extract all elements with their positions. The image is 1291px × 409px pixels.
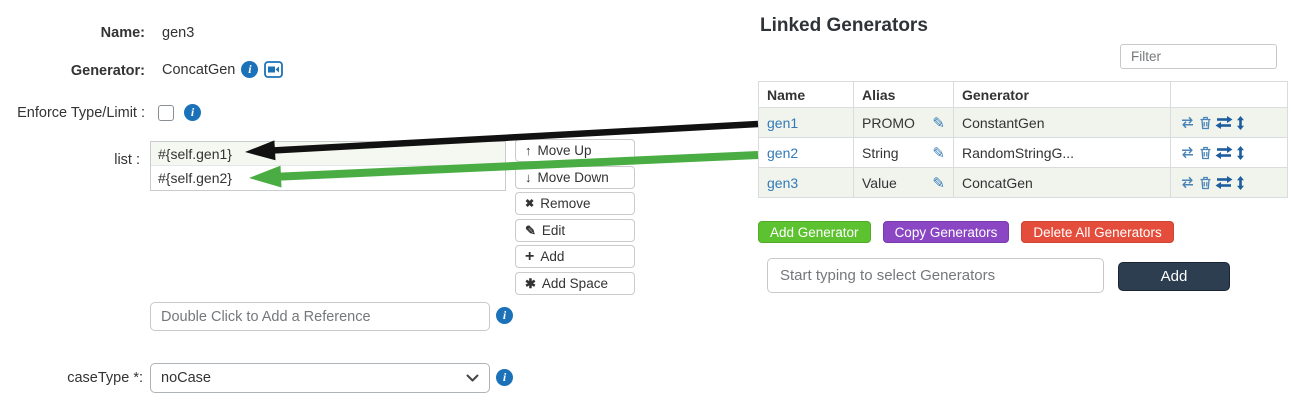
generator-type: ConstantGen	[962, 114, 1045, 131]
generator-type: ConcatGen	[962, 174, 1033, 191]
enforce-info-icon[interactable]: i	[184, 104, 201, 121]
add-item-button[interactable]: + Add	[515, 245, 635, 268]
name-label: Name:	[100, 25, 145, 41]
repeat-icon[interactable]	[1179, 116, 1196, 129]
arrow-down-icon: ↓	[525, 170, 532, 185]
edit-label: Edit	[541, 223, 566, 238]
pencil-icon: ✎	[525, 222, 536, 238]
add-space-button[interactable]: ✱ Add Space	[515, 272, 635, 295]
swap-horizontal-icon[interactable]	[1215, 116, 1233, 129]
edit-alias-icon[interactable]: ✎	[932, 144, 945, 162]
alias-value: String	[862, 144, 899, 161]
table-row: gen2 String ✎ RandomStringG...	[758, 137, 1288, 168]
generator-value-row: ConcatGen i	[162, 61, 284, 78]
delete-icon[interactable]	[1199, 116, 1212, 130]
move-up-label: Move Up	[537, 143, 592, 158]
gen-name-link[interactable]: gen1	[767, 114, 799, 131]
table-row: gen1 PROMO ✎ ConstantGen	[758, 107, 1288, 138]
select-generators-input[interactable]	[767, 258, 1104, 293]
generator-type: RandomStringG...	[962, 144, 1075, 161]
list-label: list :	[114, 152, 140, 168]
filter-input[interactable]	[1120, 44, 1277, 69]
move-vertical-icon[interactable]	[1236, 145, 1245, 160]
col-header-generator[interactable]: Generator	[953, 81, 1171, 108]
alias-value: PROMO	[862, 114, 915, 131]
arrow-up-icon: ↑	[525, 143, 532, 158]
repeat-icon[interactable]	[1179, 176, 1196, 189]
reference-info-icon[interactable]: i	[496, 307, 513, 324]
generator-value: ConcatGen	[162, 61, 236, 78]
add-selected-generator-button[interactable]: Add	[1118, 262, 1230, 291]
list-box[interactable]: #{self.gen1} #{self.gen2}	[150, 141, 506, 191]
col-header-actions	[1170, 81, 1288, 108]
copy-generators-button[interactable]: Copy Generators	[882, 221, 1010, 243]
name-value: gen3	[162, 25, 195, 41]
remove-label: Remove	[540, 196, 591, 211]
gen-name-link[interactable]: gen3	[767, 174, 799, 191]
repeat-icon[interactable]	[1179, 146, 1196, 159]
edit-alias-icon[interactable]: ✎	[932, 114, 945, 132]
reference-input[interactable]	[150, 302, 490, 331]
move-up-button[interactable]: ↑ Move Up	[515, 139, 635, 162]
alias-value: Value	[862, 174, 897, 191]
generator-actions: Add Generator Copy Generators Delete All…	[758, 221, 1174, 243]
add-generator-button[interactable]: Add Generator	[758, 221, 871, 243]
delete-all-generators-button[interactable]: Delete All Generators	[1021, 221, 1174, 243]
list-item[interactable]: #{self.gen1}	[151, 142, 505, 166]
x-icon: ✖	[525, 198, 535, 210]
gen-name-link[interactable]: gen2	[767, 144, 799, 161]
chevron-down-icon	[466, 374, 479, 382]
delete-icon[interactable]	[1199, 146, 1212, 160]
generator-label: Generator:	[70, 63, 145, 79]
delete-icon[interactable]	[1199, 176, 1212, 190]
swap-horizontal-icon[interactable]	[1215, 176, 1233, 189]
move-down-label: Move Down	[537, 170, 609, 185]
table-row: gen3 Value ✎ ConcatGen	[758, 167, 1288, 198]
move-down-button[interactable]: ↓ Move Down	[515, 166, 635, 189]
col-header-alias[interactable]: Alias	[853, 81, 954, 108]
list-item[interactable]: #{self.gen2}	[158, 170, 232, 186]
casetype-select[interactable]: noCase	[150, 363, 490, 393]
plus-icon: +	[525, 247, 535, 265]
move-vertical-icon[interactable]	[1236, 115, 1245, 130]
edit-alias-icon[interactable]: ✎	[932, 174, 945, 192]
linked-generators-title: Linked Generators	[760, 15, 928, 36]
edit-button[interactable]: ✎ Edit	[515, 219, 635, 242]
enforce-checkbox[interactable]	[158, 105, 174, 121]
col-header-name[interactable]: Name	[758, 81, 854, 108]
swap-horizontal-icon[interactable]	[1215, 146, 1233, 159]
asterisk-icon: ✱	[525, 275, 536, 291]
casetype-label: caseType *:	[67, 370, 143, 386]
add-label: Add	[540, 249, 565, 264]
move-vertical-icon[interactable]	[1236, 175, 1245, 190]
linked-generators-table: Name Alias Generator gen1 PROMO ✎ Constan…	[758, 81, 1288, 198]
casetype-info-icon[interactable]: i	[496, 369, 513, 386]
remove-button[interactable]: ✖ Remove	[515, 192, 635, 215]
casetype-value: noCase	[161, 370, 211, 386]
table-header-row: Name Alias Generator	[758, 81, 1288, 108]
generator-info-icon[interactable]: i	[241, 61, 259, 78]
enforce-label: Enforce Type/Limit :	[17, 105, 145, 121]
video-file-icon[interactable]	[264, 61, 284, 78]
add-space-label: Add Space	[541, 276, 608, 291]
